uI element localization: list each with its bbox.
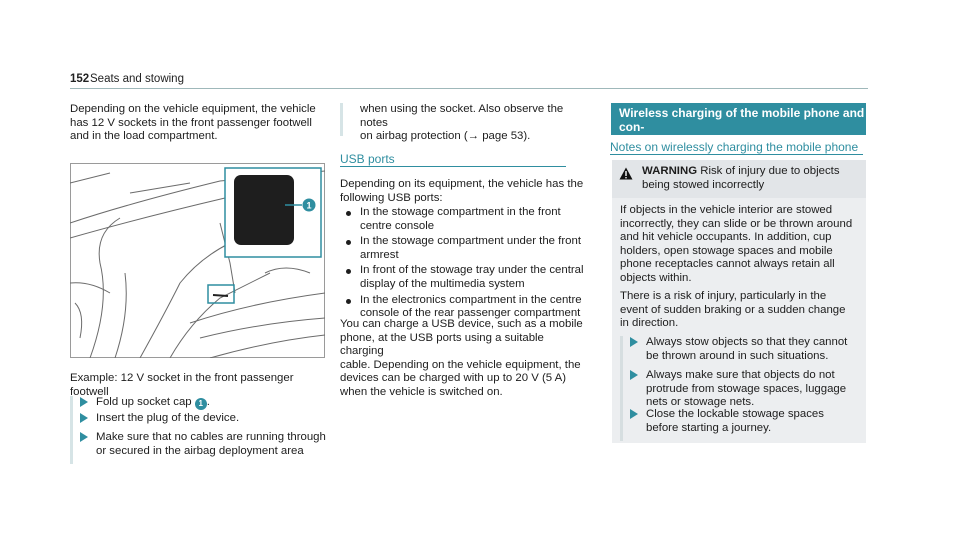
header-divider bbox=[70, 88, 868, 89]
step-cable-check: Make sure that no cables are running thr… bbox=[70, 431, 326, 464]
warning-paragraph-1: If objects in the vehicle interior are s… bbox=[620, 204, 853, 284]
usb-ports-heading: USB ports bbox=[340, 152, 395, 166]
step-bar bbox=[620, 408, 623, 441]
bullet-icon bbox=[346, 269, 351, 275]
step-bar bbox=[70, 396, 73, 416]
section-title: Seats and stowing bbox=[90, 73, 184, 85]
warning-box bbox=[612, 160, 866, 443]
usb-charging-paragraph: You can charge a USB device, such as a m… bbox=[340, 318, 583, 398]
figure-callout-1: 1 bbox=[306, 201, 311, 211]
warning-label: WARNING bbox=[642, 165, 698, 177]
warning-paragraph-2: There is a risk of injury, particularly … bbox=[620, 290, 846, 330]
notes-heading-rule bbox=[610, 154, 863, 155]
step-arrow-icon bbox=[630, 337, 638, 347]
step-arrow-icon bbox=[80, 413, 88, 423]
step-arrow-icon bbox=[80, 397, 88, 407]
step-bar bbox=[70, 431, 73, 464]
intro-paragraph: Depending on the vehicle equipment, the … bbox=[70, 103, 316, 143]
bullet-icon bbox=[346, 298, 351, 304]
wireless-charging-title-box: Wireless charging of the mobile phone an… bbox=[611, 103, 866, 148]
socket-illustration: 1 bbox=[70, 163, 325, 358]
list-item: In the electronics compartment in the ce… bbox=[346, 294, 590, 321]
step-fold-socket-cap: Fold up socket cap 1. bbox=[70, 396, 326, 416]
step-bar bbox=[340, 103, 343, 136]
step-arrow-icon bbox=[80, 432, 88, 442]
step-insert-plug: Insert the plug of the device. bbox=[70, 412, 326, 432]
warning-triangle-icon bbox=[619, 167, 633, 180]
step-bar bbox=[620, 369, 623, 415]
step-arrow-icon bbox=[630, 370, 638, 380]
warning-header bbox=[612, 160, 866, 198]
figure-caption: Example: 12 V socket in the front passen… bbox=[70, 372, 294, 398]
list-item: In the stowage compartment under the fro… bbox=[346, 235, 590, 262]
usb-heading-rule bbox=[340, 166, 566, 167]
bullet-icon bbox=[346, 240, 351, 246]
notes-heading: Notes on wirelessly charging the mobile … bbox=[610, 140, 859, 154]
warning-title: WARNING Risk of injury due to objects be… bbox=[642, 165, 840, 191]
page-number: 152 bbox=[70, 73, 90, 85]
usb-intro: Depending on its equipment, the vehicle … bbox=[340, 178, 584, 204]
bullet-icon bbox=[346, 211, 351, 216]
list-item: In front of the stowage tray under the c… bbox=[346, 264, 590, 291]
step-arrow-icon bbox=[630, 409, 638, 419]
step-bar bbox=[70, 412, 73, 432]
callout-1-icon: 1 bbox=[194, 398, 207, 410]
step-bar bbox=[620, 336, 623, 369]
step-continued: when using the socket. Also observe the … bbox=[340, 103, 590, 142]
